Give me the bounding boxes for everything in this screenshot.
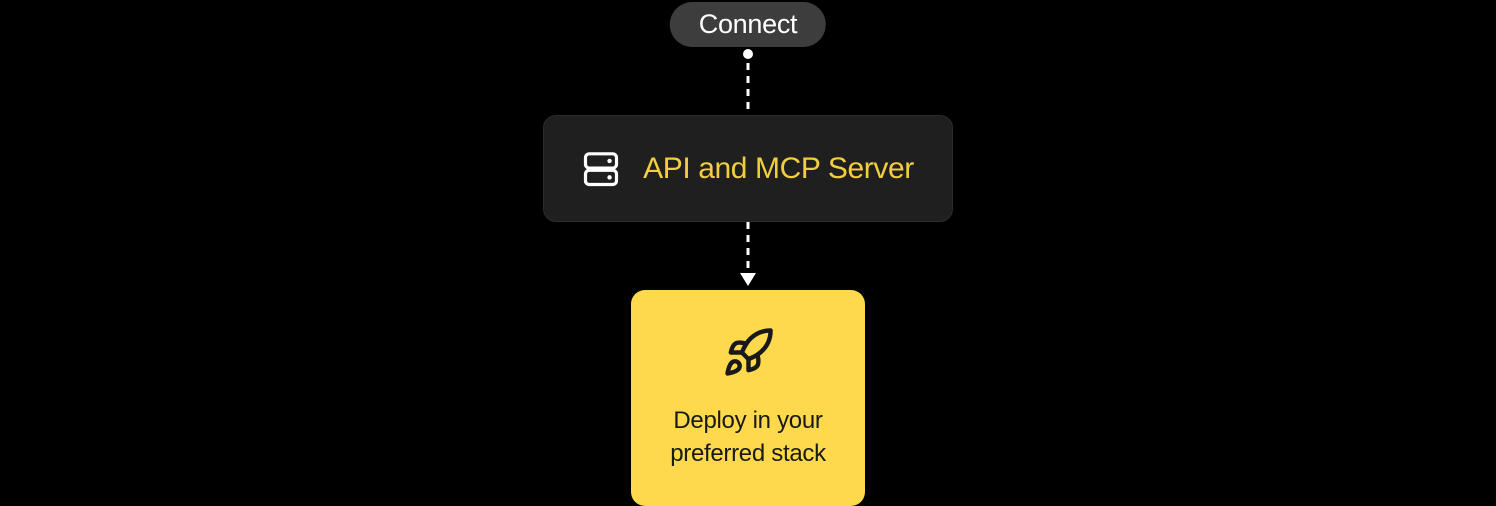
connector-dashed-line-top [743,49,753,116]
deploy-node-label: Deploy in your preferred stack [670,404,826,470]
api-mcp-server-node: API and MCP Server [543,115,953,222]
deploy-label-line1: Deploy in your [673,407,823,434]
arrowhead-down-icon [740,273,756,286]
deploy-node: Deploy in your preferred stack [631,290,865,506]
deploy-label-line2: preferred stack [670,440,826,467]
connector-dashed-arrow-bottom [740,222,756,286]
rocket-icon [724,328,773,376]
connector-start-dot [743,49,753,59]
api-mcp-server-label: API and MCP Server [643,151,914,185]
connect-button[interactable]: Connect [669,2,827,47]
server-rack-icon [584,151,619,186]
connect-button-label: Connect [698,9,798,39]
